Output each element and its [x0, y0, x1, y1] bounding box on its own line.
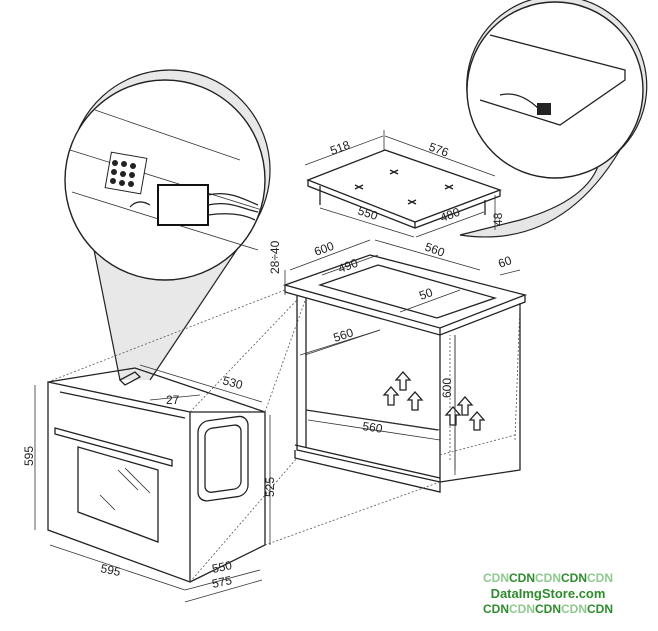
dimension-lines [34, 270, 456, 603]
dim-hob-cutout-depth: 550 [356, 204, 380, 224]
dim-cabinet-depth: 600 [312, 239, 336, 259]
dim-cutout-depth: 490 [336, 256, 360, 276]
dim-hob-cutout-width: 480 [438, 205, 462, 225]
cabinet [282, 239, 528, 493]
oven-side-vent [197, 415, 249, 502]
dim-oven-width: 595 [99, 561, 122, 579]
dim-oven-depth: 530 [221, 373, 244, 392]
hob [304, 130, 502, 238]
connector-detail-circle [64, 69, 271, 381]
dim-top-thickness: 28÷40 [268, 240, 282, 274]
dim-inner-height: 600 [440, 378, 454, 398]
socket-icon [104, 151, 148, 195]
dim-oven-height: 595 [22, 446, 36, 466]
oven [47, 289, 441, 583]
airflow-arrows [382, 371, 486, 431]
dim-rear-gap: 60 [496, 253, 514, 271]
dim-oven-body-height: 525 [263, 477, 277, 497]
dimension-labels: 518 576 550 480 48 28÷40 600 560 490 60 … [22, 138, 514, 591]
dim-hob-height: 48 [491, 212, 505, 226]
dim-hob-width: 576 [427, 140, 451, 160]
dim-oven-total-width: 575 [211, 573, 234, 591]
dim-oven-body-width: 550 [211, 558, 234, 576]
dim-hob-depth: 518 [328, 138, 352, 158]
oven-handle [54, 427, 173, 467]
dim-oven-offset: 27 [166, 393, 180, 407]
dim-cabinet-width: 560 [423, 240, 447, 260]
dim-inner-depth: 560 [332, 325, 356, 345]
watermark-line-3: CDNCDNCDNCDNCDN [483, 602, 613, 616]
oven-window [77, 446, 159, 543]
watermark-line-2: DataImgStore.com [490, 586, 606, 601]
arrow-icon [129, 201, 151, 208]
dim-inner-width: 560 [362, 419, 384, 436]
plug-icon [157, 184, 259, 226]
dim-front-gap: 50 [417, 285, 435, 303]
watermark-line-1: CDNCDNCDNCDNCDN [483, 571, 613, 585]
hob-connection-detail-circle [459, 0, 648, 238]
